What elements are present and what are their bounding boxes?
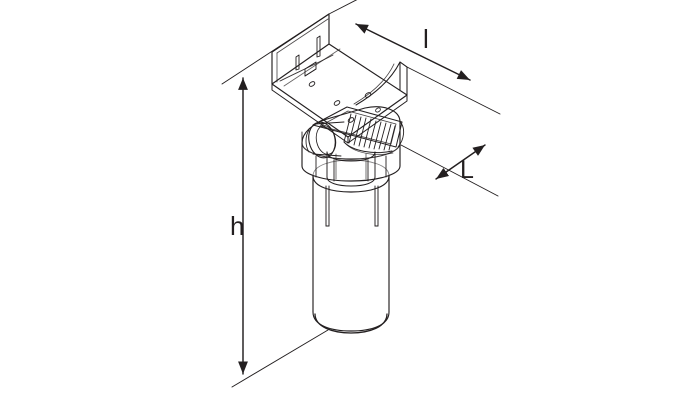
mounting-bracket [271, 13, 408, 144]
dimension-label-L: L [460, 156, 474, 184]
dimension-label-h: h [230, 211, 245, 241]
filter-cup [312, 159, 390, 334]
dimension-line-L [435, 144, 486, 180]
collar-nut [301, 142, 401, 187]
dimension-label-l: l [423, 24, 429, 54]
dimension-line-l [355, 23, 471, 81]
extension-lines [221, 0, 501, 388]
dimension-lines [238, 23, 486, 375]
filter-head [301, 106, 405, 159]
